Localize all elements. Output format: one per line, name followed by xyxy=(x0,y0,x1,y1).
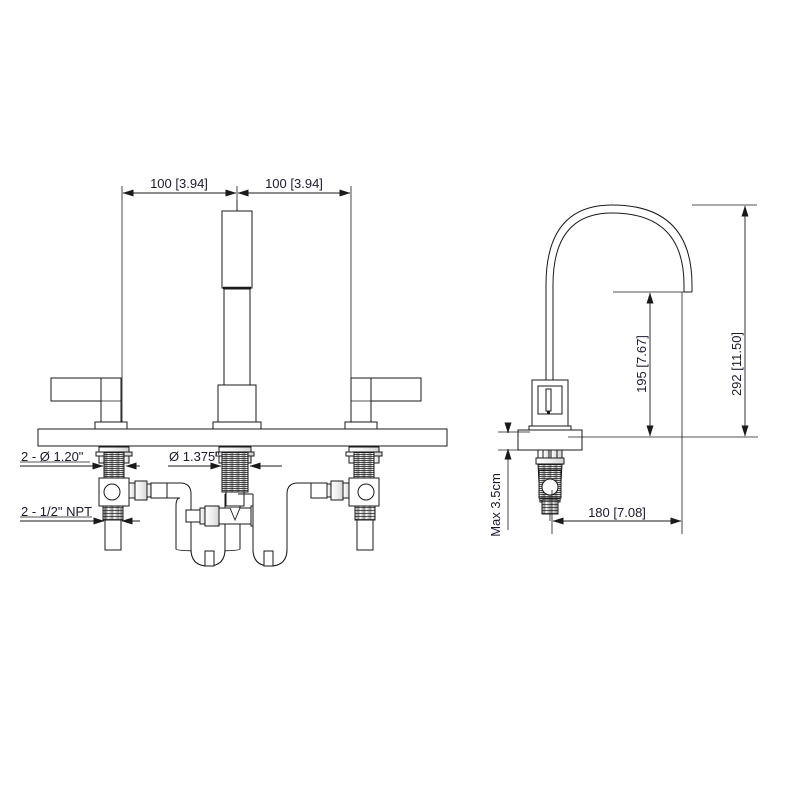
dim-label-max-deck-thickness: Max 3.5cm xyxy=(488,473,503,537)
callout-spout-hole-diameter xyxy=(168,452,282,470)
side-dimension-group xyxy=(498,204,758,534)
dim-label-spread-right: 100 [3.94] xyxy=(265,176,323,191)
side-valve-assembly xyxy=(535,449,565,521)
deck-plate xyxy=(37,428,448,447)
center-spout-shank xyxy=(215,446,255,525)
dim-label-overall-height: 292 [11.50] xyxy=(729,332,744,396)
spout-body-side xyxy=(531,379,569,431)
front-top-dimension-group xyxy=(121,186,352,440)
right-handle-assembly xyxy=(344,377,422,431)
callout-handle-hole-diameter xyxy=(20,452,140,470)
dim-label-spout-reach: 180 [7.08] xyxy=(588,505,646,520)
dim-label-spread-left: 100 [3.94] xyxy=(150,176,208,191)
left-handle-assembly xyxy=(50,377,128,431)
center-spout-front xyxy=(212,200,262,431)
callout-npt-thread xyxy=(20,508,140,526)
right-valve-assembly xyxy=(310,446,383,551)
gooseneck-spout-side xyxy=(545,204,693,380)
right-supply-hose xyxy=(238,482,311,567)
dim-label-spout-outlet-height: 195 [7.67] xyxy=(634,335,649,393)
callout-label-npt-thread: 2 - 1/2" NPT xyxy=(21,504,92,519)
callout-label-handle-hole-diameter: 2 - Ø 1.20" xyxy=(21,449,84,464)
left-valve-assembly xyxy=(95,446,168,551)
side-deck-flange xyxy=(517,425,583,451)
callout-label-spout-hole-diameter: Ø 1.375" xyxy=(169,449,220,464)
